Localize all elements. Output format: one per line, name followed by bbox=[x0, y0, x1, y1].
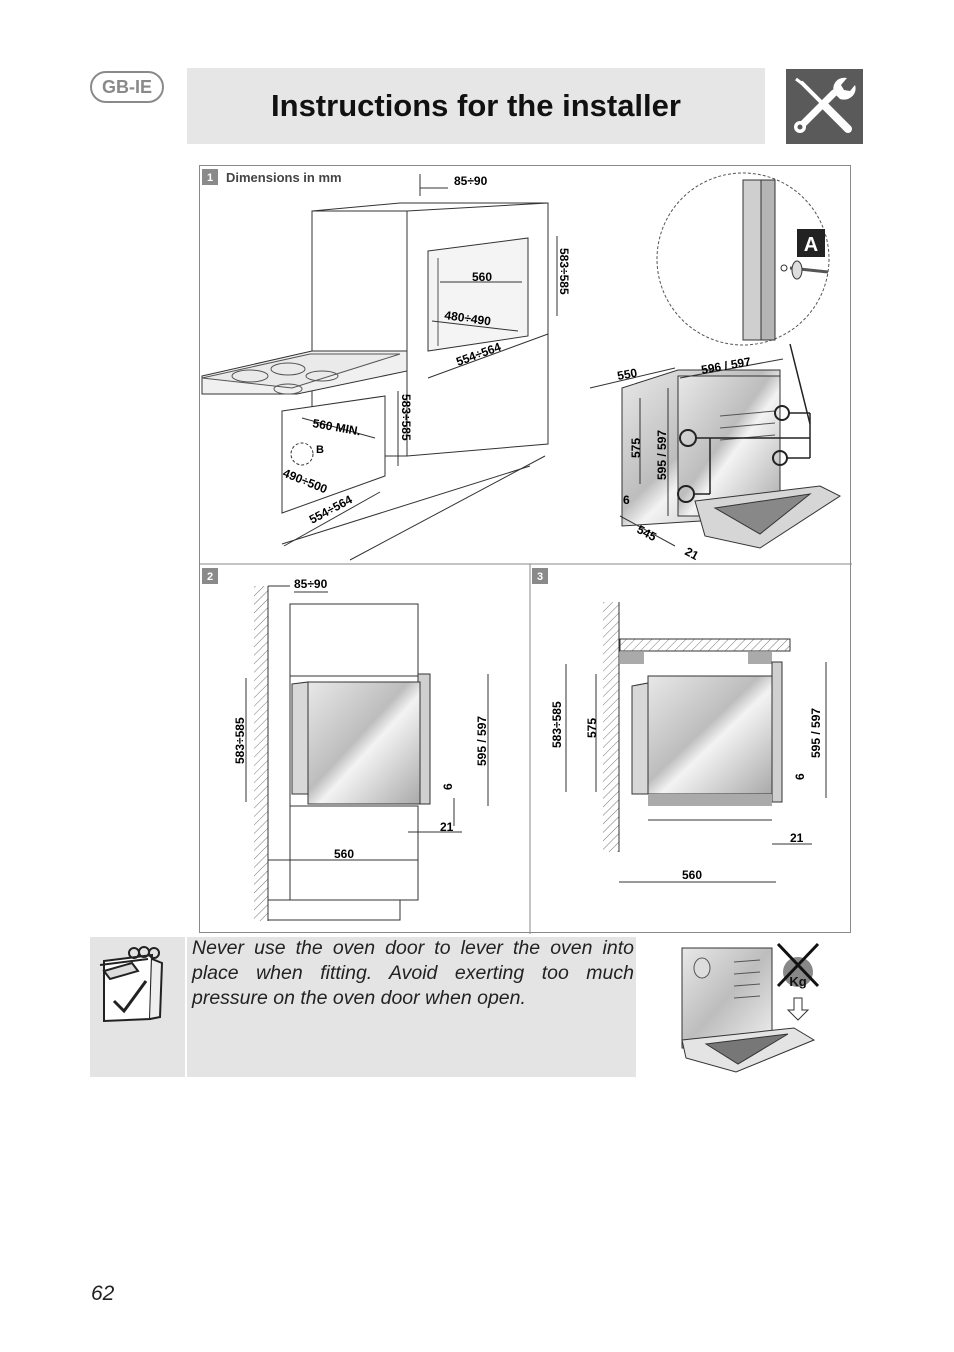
notepad-pencil-icon bbox=[99, 946, 164, 1023]
figure-1-number-box bbox=[202, 169, 218, 185]
fig2-dim-bottom: 6 bbox=[441, 783, 455, 790]
fig3-dim-bottom: 6 bbox=[793, 773, 807, 780]
installation-figures: 1 Dimensions in mm 85÷90 583÷585 560 4 bbox=[199, 165, 852, 934]
figure-1-caption: Dimensions in mm bbox=[226, 170, 342, 185]
detail-label-a: A bbox=[804, 234, 818, 256]
fig2-dim-oven-height: 595 / 597 bbox=[475, 716, 489, 766]
fig3-dim-oven-height: 595 / 597 bbox=[809, 708, 823, 758]
fig3-dim-niche-height: 583÷585 bbox=[550, 701, 564, 748]
fig1-label-b: B bbox=[316, 444, 324, 456]
fig2-dim-front: 21 bbox=[440, 820, 454, 834]
fig1-dim-niche-height: 583÷585 bbox=[557, 248, 571, 295]
fig1-dim-under-height: 583÷585 bbox=[399, 394, 413, 441]
fig3-dim-width: 560 bbox=[682, 868, 702, 882]
page-number: 62 bbox=[91, 1282, 115, 1305]
fig1-dim-top-gap: 85÷90 bbox=[454, 174, 488, 188]
page-title: Instructions for the installer bbox=[271, 88, 681, 123]
fig1-dim-niche-depth: 480÷490 bbox=[444, 308, 492, 328]
title-banner: Instructions for the installer bbox=[187, 68, 765, 144]
fig3-dim-inner-height: 575 bbox=[585, 718, 599, 738]
note-icon-panel bbox=[90, 937, 185, 1077]
language-badge: GB-IE bbox=[90, 71, 164, 103]
note-panel bbox=[187, 937, 636, 1077]
fig1-dim-oven-inner-height: 575 bbox=[629, 438, 643, 458]
fig2-dim-top-gap: 85÷90 bbox=[294, 577, 328, 591]
dimension-diagrams: 1 Dimensions in mm 85÷90 583÷585 560 4 bbox=[200, 169, 852, 934]
fig1-dim-oven-depth: 550 bbox=[616, 366, 638, 383]
fig1-dim-oven-height: 595 / 597 bbox=[655, 430, 669, 480]
fig3-dim-front: 21 bbox=[790, 831, 804, 845]
figure-2-number-box bbox=[202, 568, 218, 584]
tools-icon bbox=[786, 69, 863, 144]
fig1-dim-niche-width: 560 bbox=[472, 270, 492, 284]
figure-3-number-box bbox=[532, 568, 548, 584]
figure-3-number: 3 bbox=[537, 571, 543, 583]
note-text: Never use the oven door to lever the ove… bbox=[192, 937, 634, 1009]
fig2-dim-width: 560 bbox=[334, 847, 354, 861]
figure-2-number: 2 bbox=[207, 571, 213, 583]
fig1-dim-front: 21 bbox=[683, 544, 702, 563]
fig2-dim-niche-height: 583÷585 bbox=[233, 717, 247, 764]
fig1-dim-oven-bottom: 6 bbox=[623, 493, 630, 507]
warning-weight-label: Kg bbox=[789, 974, 806, 989]
figure-1-number: 1 bbox=[207, 172, 213, 184]
no-weight-on-door-icon: Kg bbox=[676, 940, 846, 1080]
